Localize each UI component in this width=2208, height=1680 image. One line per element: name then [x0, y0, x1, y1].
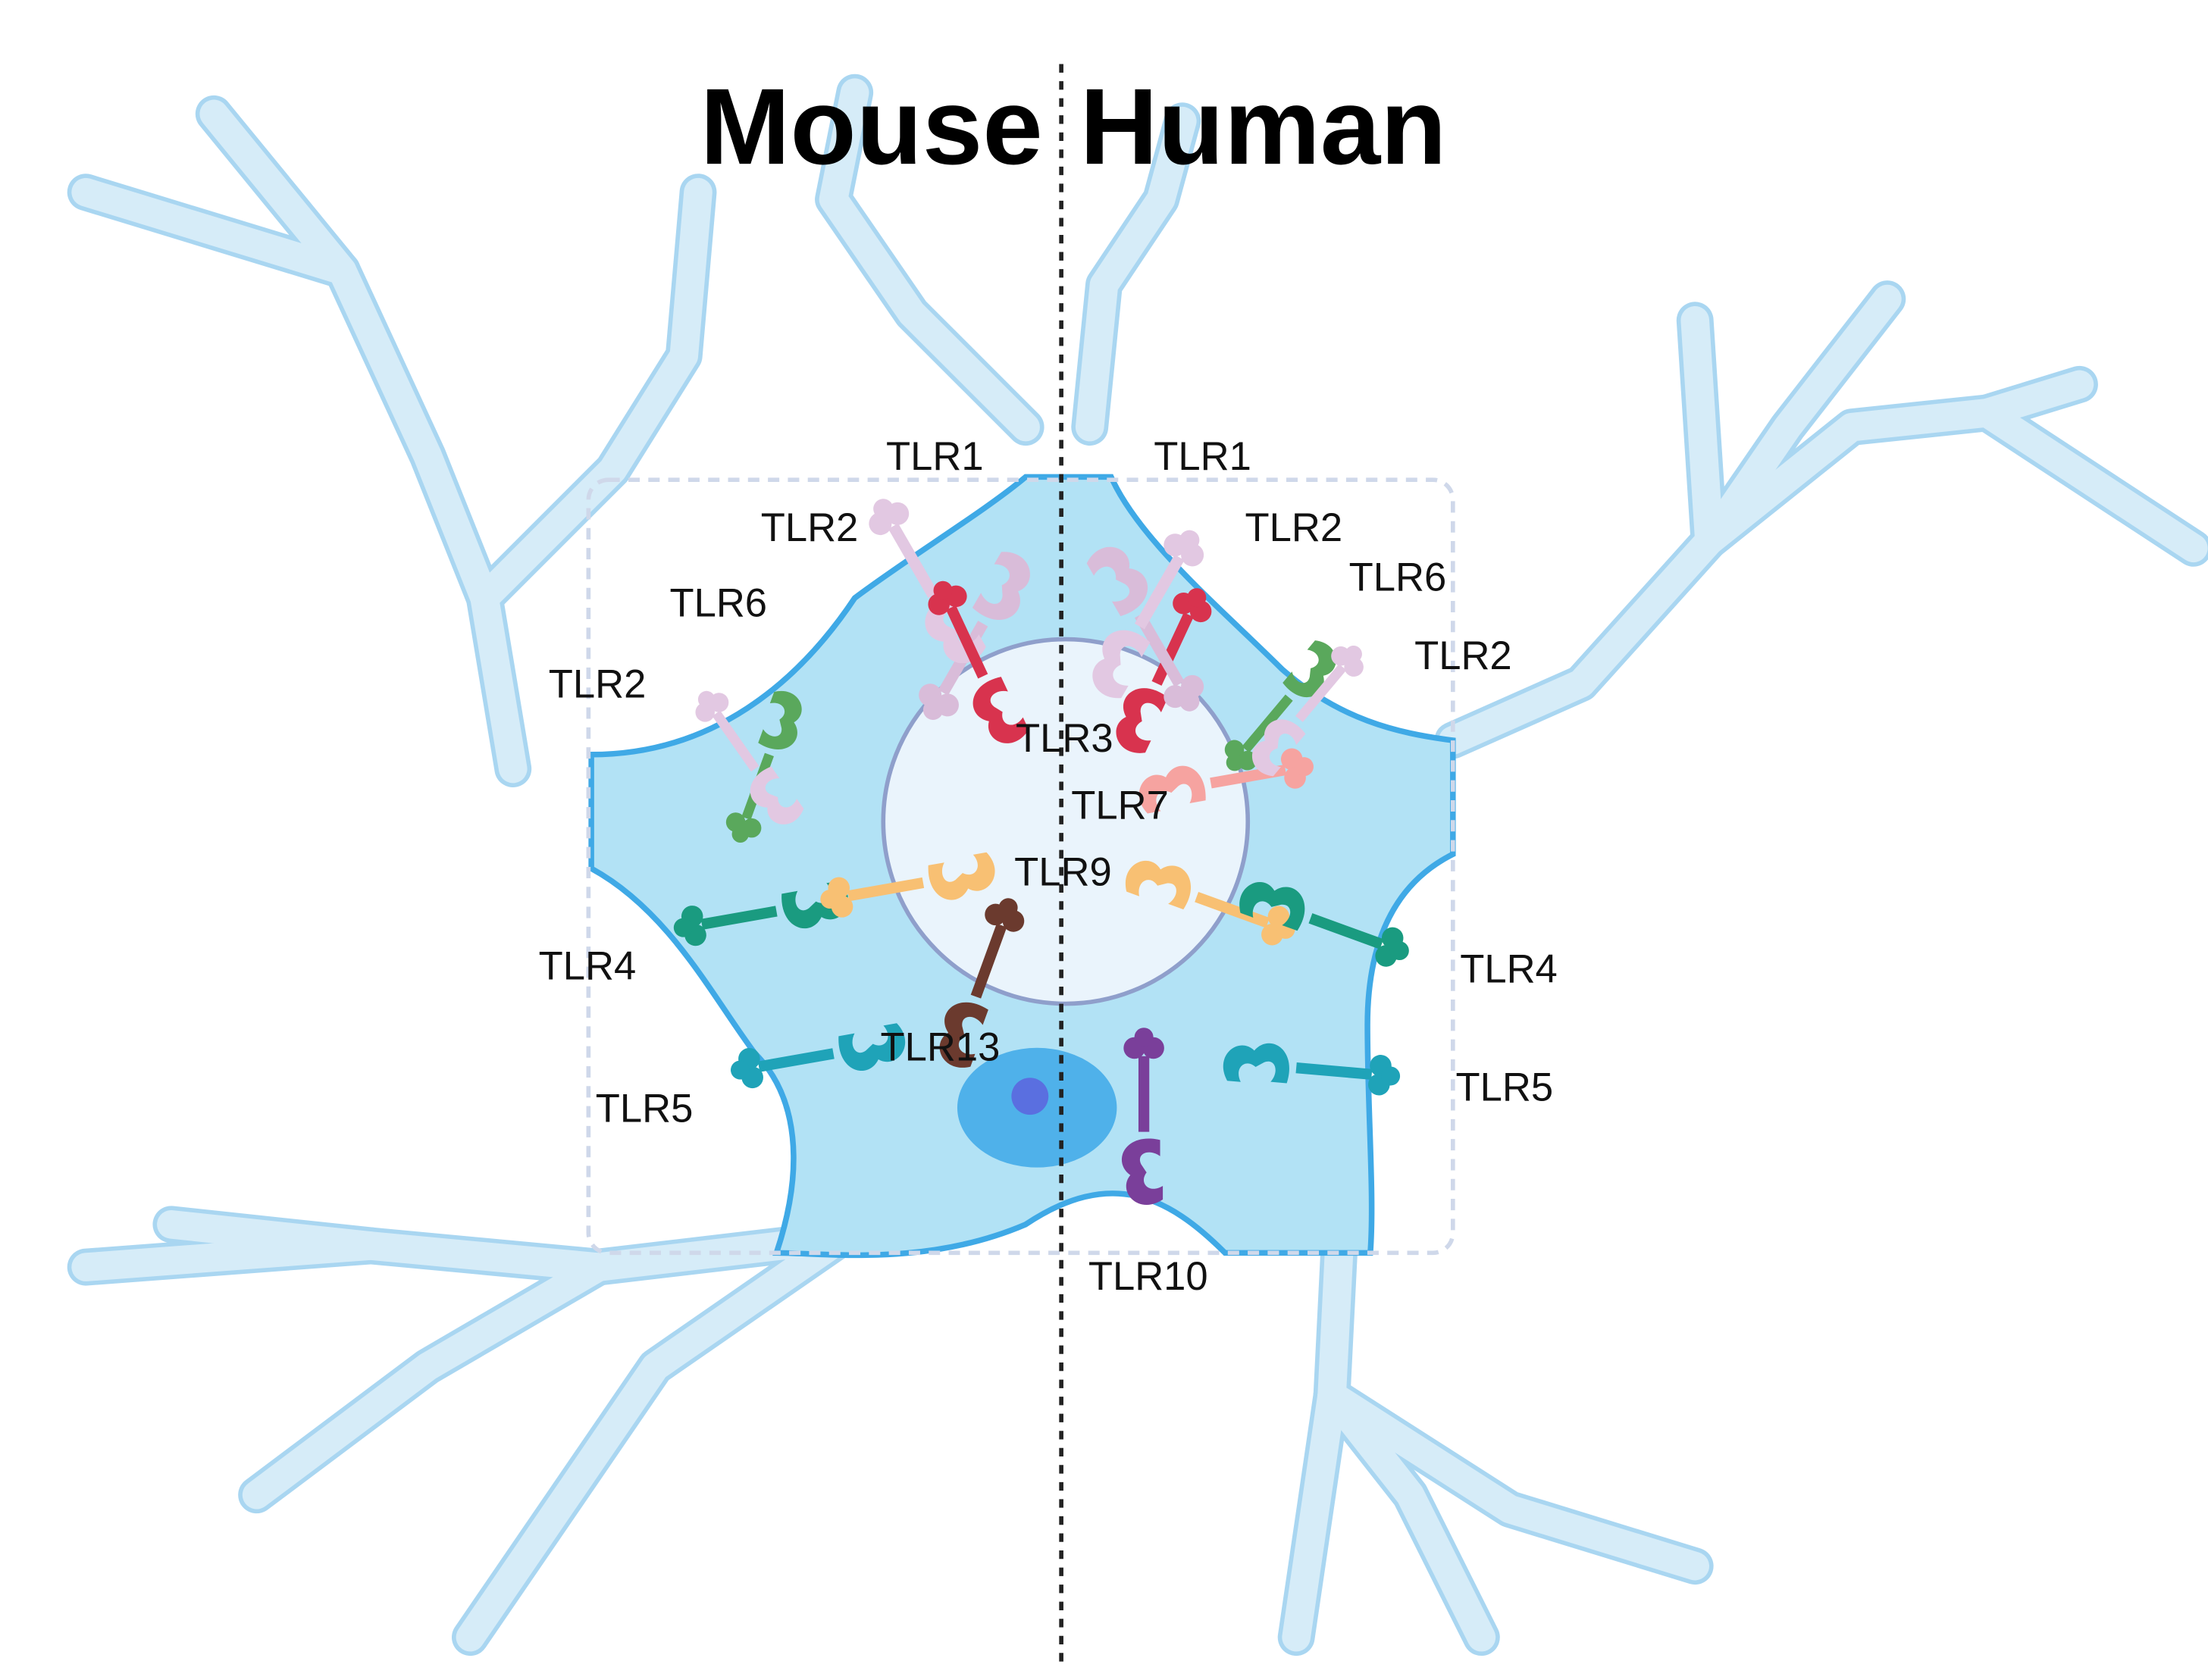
receptor-labels: TLR1 TLR2 TLR6 TLR2 TLR4 TLR5 TLR13 TLR3… [539, 434, 1558, 1299]
endosome [881, 637, 1251, 1006]
label-human-tlr10: TLR10 [1088, 1254, 1208, 1299]
heading-human: Human [1080, 67, 1447, 187]
label-mouse-tlr5: TLR5 [596, 1087, 694, 1131]
label-human-tlr6: TLR6 [1349, 555, 1447, 600]
label-tlr7: TLR7 [1071, 783, 1169, 827]
zoom-frame [586, 477, 1455, 1256]
label-mouse-tlr13: TLR13 [881, 1025, 1001, 1070]
label-mouse-tlr6: TLR6 [669, 581, 767, 626]
label-human-tlr1: TLR1 [1154, 434, 1251, 479]
nucleolus [1011, 1078, 1049, 1115]
label-human-tlr2-side: TLR2 [1414, 634, 1512, 678]
label-mouse-tlr1: TLR1 [886, 434, 984, 479]
dendrite-fills [71, 78, 2208, 1652]
label-mouse-tlr4: TLR4 [539, 944, 637, 989]
label-tlr9: TLR9 [1014, 850, 1112, 895]
label-human-tlr5: TLR5 [1456, 1065, 1554, 1109]
label-human-tlr2-top: TLR2 [1245, 505, 1343, 550]
label-tlr3: TLR3 [1016, 716, 1113, 761]
label-mouse-tlr2-side: TLR2 [549, 662, 647, 707]
label-mouse-tlr2-top: TLR2 [761, 505, 859, 550]
dendrites [67, 74, 2208, 1657]
heading-mouse: Mouse [700, 67, 1043, 187]
label-human-tlr4: TLR4 [1460, 946, 1558, 991]
